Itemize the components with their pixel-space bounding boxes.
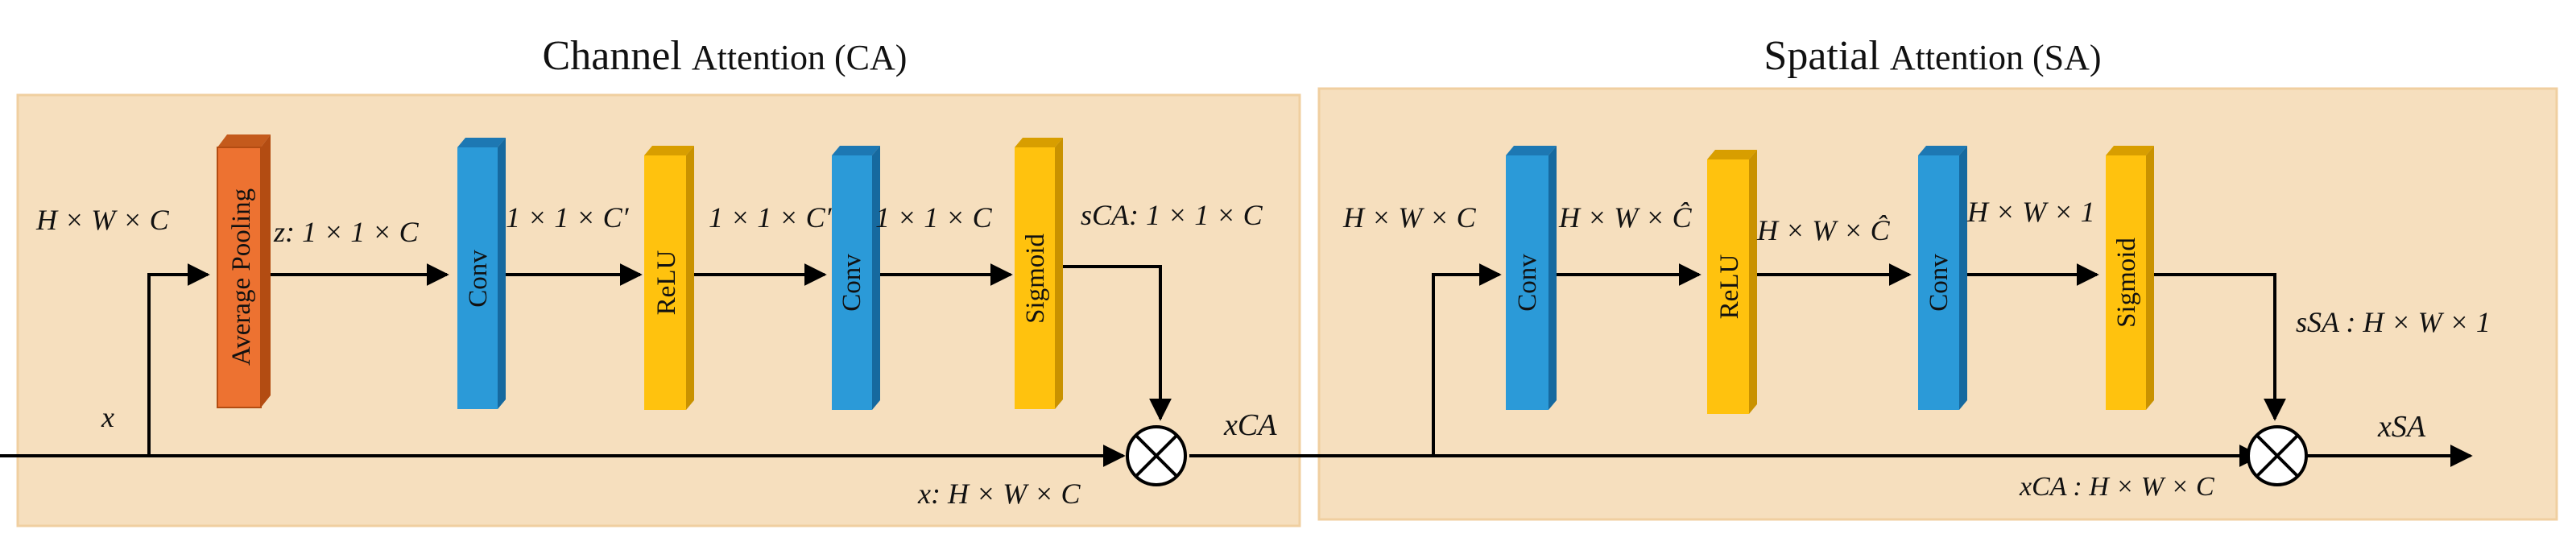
ca-relu-block: ReLU <box>644 146 694 410</box>
ca-scale-out: sCA: 1 × 1 × C <box>1081 199 1263 231</box>
sa-conv2-label: Conv <box>1925 254 1954 312</box>
sa-input-shape: H × W × C <box>1342 201 1477 234</box>
ca-output-var: xCA <box>1223 408 1277 442</box>
sa-multiply-icon <box>2247 425 2308 486</box>
ca-conv2-label: Conv <box>837 254 866 312</box>
sa-relu-out: H × W × Ĉ <box>1756 214 1891 246</box>
ca-conv2-block: Conv <box>832 146 880 410</box>
sa-relu-block: ReLU <box>1707 150 1757 414</box>
sa-sigmoid-block: Sigmoid <box>2106 146 2154 410</box>
sa-conv1-out: H × W × Ĉ <box>1558 201 1693 234</box>
ca-conv1-out: 1 × 1 × C′ <box>506 201 630 234</box>
ca-multiply-icon <box>1126 425 1187 486</box>
sa-conv2-block: Conv <box>1918 146 1967 410</box>
ca-skip-label: x: H × W × C <box>917 478 1081 510</box>
sa-relu-label: ReLU <box>1715 254 1744 320</box>
sa-branch-line <box>1432 263 1502 456</box>
ca-conv1-label: Conv <box>464 250 493 308</box>
ca-input-var: x <box>101 401 114 433</box>
ca-branch-line <box>147 263 210 456</box>
sa-skip-label: xCA : H × W × C <box>2019 472 2214 502</box>
sa-sigmoid-label: Sigmoid <box>2112 238 2141 328</box>
ca-relu-out: 1 × 1 × C′ <box>709 201 833 234</box>
sa-conv1-label: Conv <box>1513 254 1542 312</box>
ca-scale-line <box>1055 265 1172 421</box>
sa-output-var: xSA <box>2377 410 2426 444</box>
sa-scale-out: sSA : H × W × 1 <box>2296 306 2491 338</box>
ca-sigmoid-label: Sigmoid <box>1021 234 1050 324</box>
sa-conv2-out: H × W × 1 <box>1966 196 2095 228</box>
ca-relu-label: ReLU <box>652 250 681 316</box>
sa-scale-line <box>2146 273 2286 421</box>
ca-conv1-block: Conv <box>457 138 506 409</box>
ca-sigmoid-block: Sigmoid <box>1015 138 1063 409</box>
sa-conv1-block: Conv <box>1506 146 1557 410</box>
ca-input-shape: H × W × C <box>35 204 170 236</box>
ca-pool-out: z: 1 × 1 × C <box>273 216 420 248</box>
ca-average-pooling-block: Average Pooling <box>217 134 271 408</box>
ca-pool-label: Average Pooling <box>227 188 256 366</box>
ca-conv2-out: 1 × 1 × C <box>875 201 993 234</box>
